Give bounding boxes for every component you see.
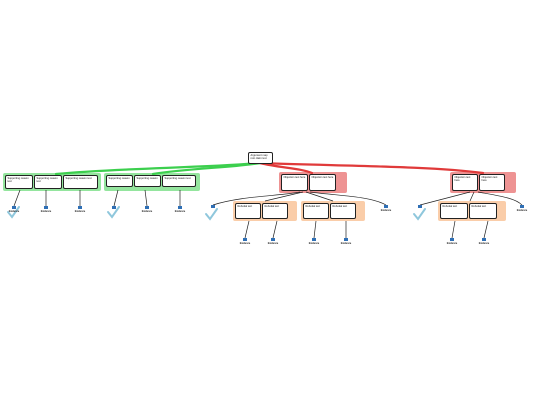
evidence-label: Evidence bbox=[141, 210, 153, 213]
evidence-label: Evidence bbox=[516, 209, 528, 212]
evidence-label: Evidence bbox=[478, 242, 490, 245]
document-icon bbox=[312, 238, 316, 241]
evidence-label: Evidence bbox=[8, 210, 20, 213]
evidence-label: Evidence bbox=[174, 210, 186, 213]
document-icon bbox=[243, 238, 247, 241]
objection-node[interactable]: Objection text here bbox=[452, 174, 478, 191]
objection-node[interactable]: Objection text here bbox=[479, 174, 505, 191]
support-node[interactable]: Supporting reason text bbox=[34, 175, 62, 189]
check-icons bbox=[7, 206, 426, 221]
check-icon bbox=[413, 208, 426, 221]
rebuttal-node[interactable]: Rebuttal text bbox=[303, 203, 329, 219]
evidence-label: Evidence bbox=[340, 242, 352, 245]
document-icon bbox=[178, 206, 182, 209]
rebuttal-node[interactable]: Rebuttal text bbox=[262, 203, 288, 219]
document-icon bbox=[12, 206, 16, 209]
support-node[interactable]: Supporting reason bbox=[134, 175, 161, 187]
objection-node[interactable]: Objection text here bbox=[281, 174, 308, 191]
document-icon bbox=[418, 205, 422, 208]
evidence-label: Evidence bbox=[446, 242, 458, 245]
document-icon bbox=[482, 238, 486, 241]
evidence-label: Evidence bbox=[239, 242, 251, 245]
support-node[interactable]: Supporting reason bbox=[106, 175, 133, 187]
check-icon bbox=[7, 206, 20, 219]
document-icon bbox=[384, 205, 388, 208]
evidence-label: Evidence bbox=[380, 209, 392, 212]
document-icon bbox=[344, 238, 348, 241]
evidence-label: Evidence bbox=[74, 210, 86, 213]
objection-node[interactable]: Objection text here bbox=[309, 174, 336, 191]
document-icon bbox=[271, 238, 275, 241]
document-icon bbox=[211, 205, 215, 208]
check-icon bbox=[205, 208, 218, 221]
rebuttal-node[interactable]: Rebuttal text bbox=[235, 203, 261, 219]
evidence-label: Evidence bbox=[40, 210, 52, 213]
child-connectors bbox=[13, 189, 523, 239]
document-icon bbox=[450, 238, 454, 241]
document-icon bbox=[44, 206, 48, 209]
support-node[interactable]: Supporting reason text bbox=[162, 175, 196, 187]
document-icon bbox=[112, 206, 116, 209]
support-node[interactable]: Supporting reason text bbox=[63, 175, 98, 189]
document-icon bbox=[145, 206, 149, 209]
support-node[interactable]: Supporting reason text bbox=[5, 175, 33, 189]
document-icon bbox=[78, 206, 82, 209]
document-icon bbox=[520, 205, 524, 208]
rebuttal-node[interactable]: Rebuttal text bbox=[469, 203, 497, 219]
check-icon bbox=[107, 206, 120, 219]
rebuttal-node[interactable]: Rebuttal text bbox=[330, 203, 356, 219]
evidence-label: Evidence bbox=[308, 242, 320, 245]
evidence-icons bbox=[12, 205, 524, 241]
root-connectors bbox=[54, 161, 485, 176]
root-node[interactable]: Argument map root claim text bbox=[248, 152, 273, 164]
evidence-label: Evidence bbox=[267, 242, 279, 245]
rebuttal-node[interactable]: Rebuttal text bbox=[440, 203, 468, 219]
